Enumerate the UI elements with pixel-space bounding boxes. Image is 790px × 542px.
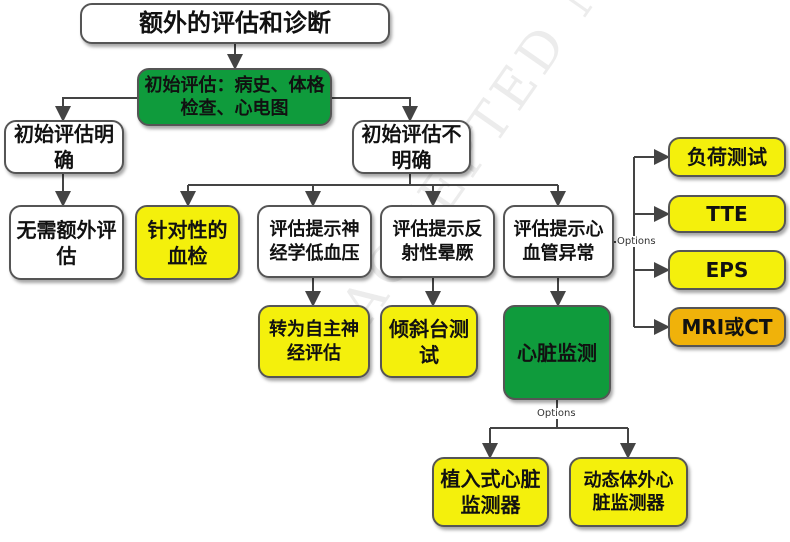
- targeted-blood-test-node: 针对性的血检: [135, 205, 240, 280]
- title-node: 额外的评估和诊断: [80, 3, 390, 44]
- stress-test-node: 负荷测试: [668, 137, 786, 177]
- evaluation-clear-node: 初始评估明确: [4, 120, 124, 174]
- autonomic-evaluation-node: 转为自主神经评估: [258, 305, 370, 378]
- mri-ct-node: MRI或CT: [668, 307, 786, 347]
- neurogenic-hypotension-node: 评估提示神经学低血压: [257, 205, 372, 278]
- tilt-table-test-node: 倾斜台测试: [380, 305, 478, 378]
- cardiovascular-abnormality-node: 评估提示心血管异常: [503, 205, 614, 278]
- options-label-bottom: Options: [536, 408, 577, 419]
- tte-node: TTE: [668, 195, 786, 233]
- eps-node: EPS: [668, 250, 786, 290]
- evaluation-unclear-node: 初始评估不明确: [352, 120, 471, 174]
- external-monitor-node: 动态体外心脏监测器: [569, 457, 688, 527]
- options-label-right: Options: [616, 236, 657, 247]
- initial-evaluation-node: 初始评估：病史、体格检查、心电图: [137, 68, 332, 126]
- implantable-monitor-node: 植入式心脏监测器: [432, 457, 549, 527]
- no-further-evaluation-node: 无需额外评估: [9, 205, 124, 280]
- cardiac-monitoring-node: 心脏监测: [503, 305, 611, 400]
- reflex-syncope-node: 评估提示反射性晕厥: [380, 205, 495, 278]
